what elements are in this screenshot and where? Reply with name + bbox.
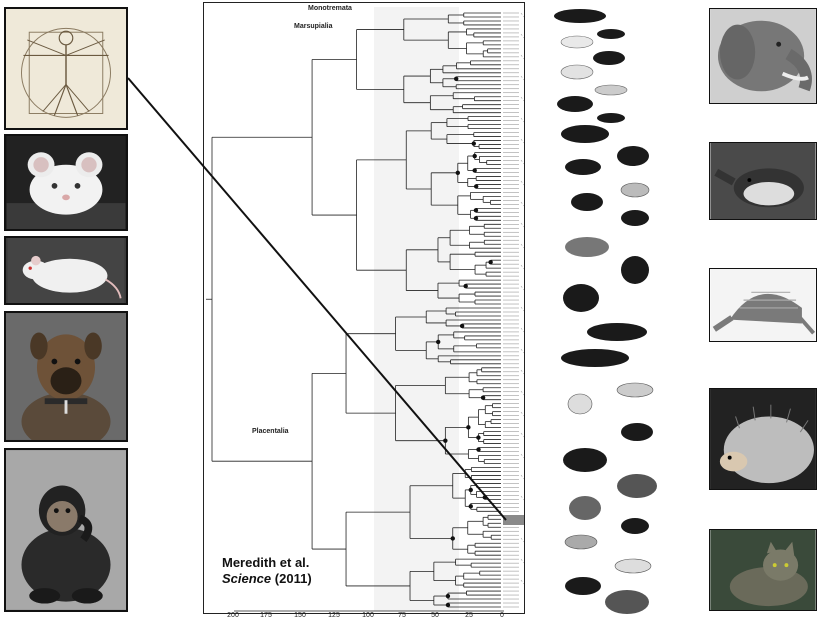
photo-chimpanzee <box>4 448 128 612</box>
koala-bear-icon <box>568 394 592 414</box>
right-silhouettes <box>525 0 695 626</box>
photo-vitruvian-man <box>4 7 128 130</box>
photo-boxer-dog <box>4 311 128 442</box>
axis-tick: 150 <box>290 612 310 619</box>
photo-elephant <box>709 8 817 104</box>
golden-mole-icon <box>597 113 625 123</box>
monkey-icon <box>569 496 601 520</box>
cat-photo-icon <box>710 530 816 610</box>
capybara-icon <box>563 448 607 472</box>
shrew-opossum-icon <box>597 29 625 39</box>
axis-tick: 25 <box>459 612 479 619</box>
bat-icon <box>571 193 603 211</box>
platypus-icon <box>554 9 606 23</box>
phylogenetic-tree: Monotremata Marsupialia Placentalia Mere… <box>203 2 525 614</box>
tenrec-icon <box>565 535 597 549</box>
photo-rat <box>4 236 128 305</box>
mouse-icon <box>6 136 126 229</box>
bandicoot-icon <box>561 65 593 79</box>
vitruvian-man-icon <box>6 9 126 128</box>
sperm-whale-icon <box>561 349 629 367</box>
humpback-whale-icon <box>587 323 647 341</box>
flying-fox-icon <box>621 210 649 226</box>
photo-hedgehog <box>709 388 817 490</box>
beaver-icon <box>617 474 657 498</box>
lemur-icon <box>621 518 649 534</box>
pangolin-icon <box>561 125 609 143</box>
elephant-photo-icon <box>710 9 816 103</box>
elephant-shrew-icon <box>617 383 653 397</box>
mouse-opossum-icon <box>595 85 627 95</box>
hyena-icon <box>617 146 649 166</box>
dog-icon <box>6 313 126 440</box>
wombat-icon <box>621 423 653 441</box>
rat-icon <box>6 238 126 303</box>
axis-tick: 175 <box>256 612 276 619</box>
koala-icon <box>561 36 593 48</box>
axis-tick: 100 <box>358 612 378 619</box>
armadillo-photo-icon <box>710 269 816 341</box>
aardvark-icon <box>565 577 601 595</box>
tasmanian-devil-icon <box>593 51 625 65</box>
shrew-photo-icon <box>710 143 816 219</box>
opossum-icon <box>615 559 651 573</box>
photo-shrew <box>709 142 817 220</box>
axis-tick: 200 <box>223 612 243 619</box>
deer-icon <box>621 256 649 284</box>
zebra-icon <box>565 237 609 257</box>
okapi-icon <box>563 284 599 312</box>
axis-tick: 0 <box>492 612 512 619</box>
axis-tick: 50 <box>425 612 445 619</box>
photo-cat <box>709 529 817 611</box>
mongoose-icon <box>621 183 649 197</box>
photo-mouse <box>4 134 128 231</box>
axis-tick: 125 <box>324 612 344 619</box>
photo-armadillo <box>709 268 817 342</box>
axis-tick: 75 <box>392 612 412 619</box>
echidna-icon <box>557 96 593 112</box>
red-panda-icon <box>565 159 601 175</box>
elephant-icon <box>605 590 649 614</box>
chimpanzee-icon <box>6 450 126 610</box>
tip-silhouettes <box>204 3 525 614</box>
hedgehog-photo-icon <box>710 389 816 489</box>
